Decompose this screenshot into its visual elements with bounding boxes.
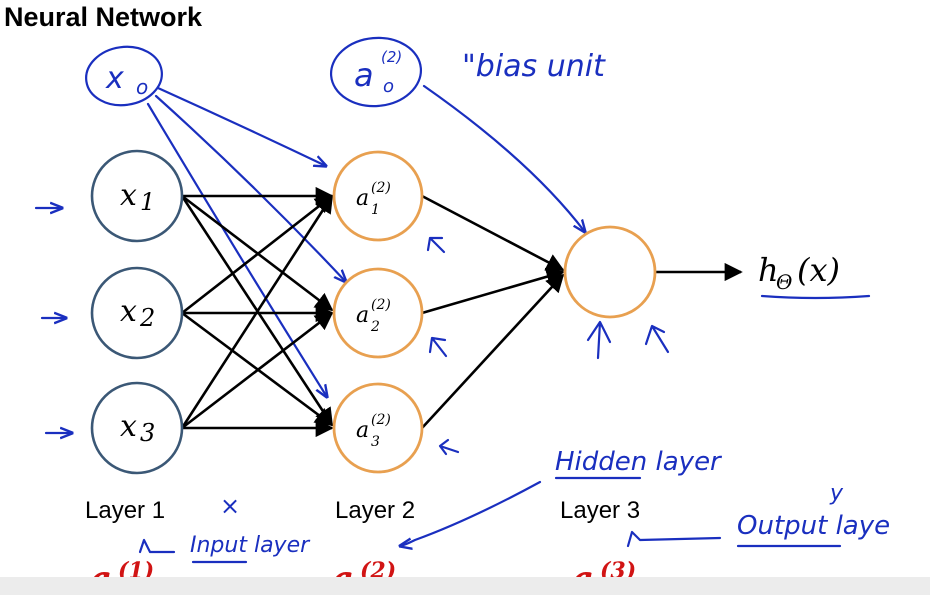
a3-base: a <box>356 418 369 443</box>
input-arrows <box>34 208 72 433</box>
layer-2-label: Layer 2 <box>335 497 415 524</box>
a1-sub: 1 <box>371 202 380 218</box>
input-node-x3: x 3 <box>90 381 184 475</box>
bias-a0: a (2) o <box>329 36 423 108</box>
bias-a0-sub: o <box>383 76 394 97</box>
hidden-layer-arrow <box>400 480 542 546</box>
output-arg: (x) <box>797 251 840 289</box>
a1-base: a <box>356 186 369 211</box>
bias-arrow-to-a3 <box>146 102 327 397</box>
a2-sub: 2 <box>370 319 380 335</box>
x3-sub: 3 <box>140 419 155 447</box>
layer-3-label: Layer 3 <box>560 497 640 524</box>
a2-base: a <box>356 303 369 328</box>
bias-arrow-to-output <box>422 84 585 232</box>
y-annotation: y <box>829 481 844 506</box>
input-node-x1: x 1 <box>90 149 184 243</box>
bias-x0: x o <box>85 45 163 107</box>
a3-sup: (2) <box>371 412 391 428</box>
bias-arrow-to-a1 <box>156 86 326 166</box>
bottom-strip <box>0 577 930 595</box>
bias-a0-label: a <box>354 56 374 94</box>
x1-sub: 1 <box>140 188 155 216</box>
input-node-x2: x 2 <box>90 266 184 360</box>
x3-base: x <box>120 409 137 444</box>
hidden-node-a2: a (2) 2 <box>332 267 424 359</box>
output-h: h <box>758 251 779 289</box>
bias-a0-sup: (2) <box>381 48 402 66</box>
output-theta: Θ <box>776 270 792 294</box>
hidden-layer-annotation: Hidden layer <box>555 447 723 477</box>
input-hidden-connections <box>180 186 334 438</box>
input-layer-annotation: Input layer <box>190 533 311 558</box>
hidden-node-a3: a (2) 3 <box>332 382 424 474</box>
bias-arrow-to-a2 <box>154 94 346 282</box>
layer-1-label: Layer 1 <box>85 497 165 524</box>
output-node <box>563 225 657 319</box>
x2-sub: 2 <box>139 304 155 332</box>
activation-arrows <box>426 236 670 456</box>
output-layer-arrow <box>626 530 722 548</box>
output-underline <box>760 294 871 300</box>
output-hypothesis: h Θ (x) <box>758 251 871 300</box>
x-mark: × <box>220 492 240 520</box>
a3-sub: 3 <box>371 434 380 450</box>
a1-sup: (2) <box>371 180 391 196</box>
a2-sup: (2) <box>371 297 391 313</box>
x1-base: x <box>120 178 137 213</box>
input-layer-arrow <box>138 538 176 554</box>
bias-unit-annotation: "bias unit <box>462 49 606 84</box>
page-title: Neural Network <box>4 2 203 32</box>
bias-x0-sub: o <box>136 75 148 99</box>
hidden-node-a1: a (2) 1 <box>332 150 424 242</box>
bias-x0-label: x <box>105 61 124 96</box>
hidden-output-connections <box>421 194 743 429</box>
x2-base: x <box>120 294 137 329</box>
output-layer-annotation: Output laye <box>737 511 890 541</box>
